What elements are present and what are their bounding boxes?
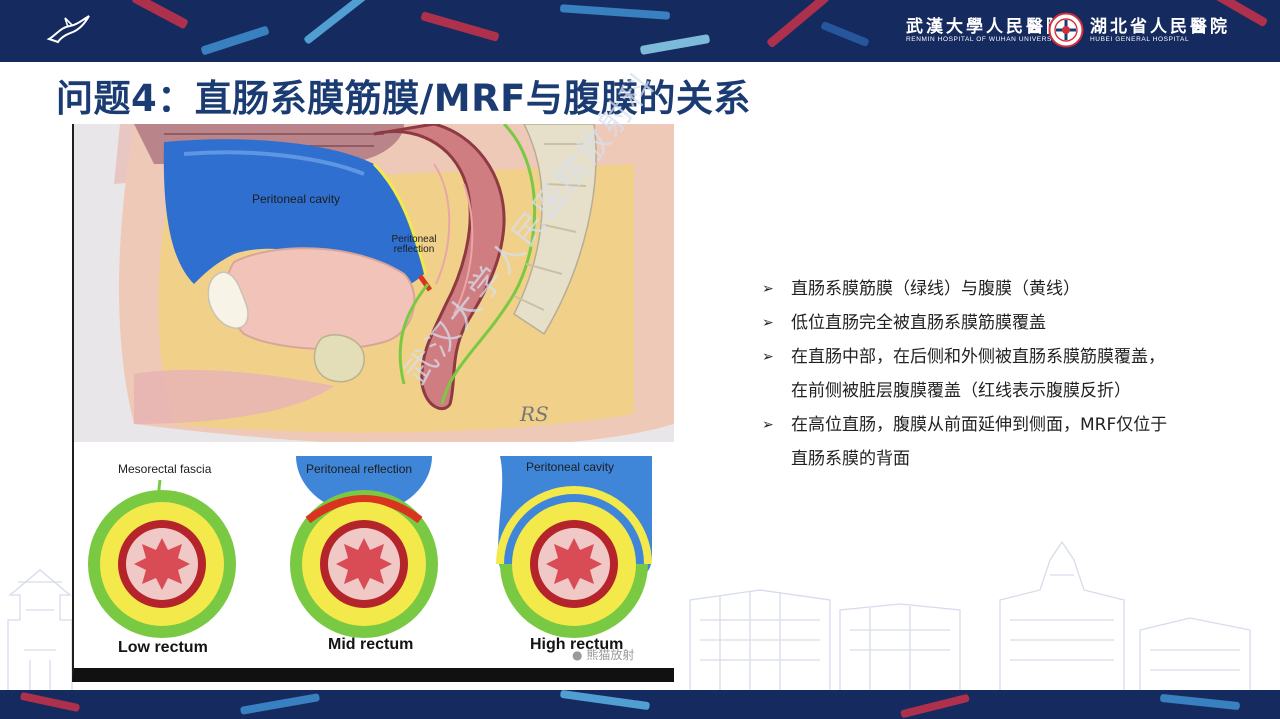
banner-decoration [559,4,671,20]
banner-decoration [639,33,711,56]
crane-logo-icon [46,15,90,44]
banner-decoration [19,691,81,713]
banner-decoration [1159,693,1241,711]
banner-decoration [239,693,321,715]
arrow-bullet-icon: ➢ [762,281,774,297]
hospital-seal-icon [1048,12,1084,48]
bullet-text: 在直肠中部，在后侧和外侧被直肠系膜筋膜覆盖， [791,347,1165,367]
wechat-icon: ● [572,648,583,662]
low-rectum-diagram [88,479,236,638]
hospital-name-left: 武漢大學人民醫院 RENMIN HOSPITAL OF WUHAN UNIVER… [906,12,1063,48]
caption-low-rectum: Low rectum [118,639,208,656]
high-rectum-diagram [496,456,652,638]
banner-decoration [303,0,379,45]
rectum-illustration [74,124,674,638]
arrow-bullet-icon: ➢ [762,315,774,331]
hospital-name-right: 湖北省人民醫院 HUBEI GENERAL HOSPITAL [1090,12,1240,48]
wechat-source: ● 熊猫放射 [572,646,634,663]
banner-decoration [765,0,831,49]
bullet-item: ➢ 在直肠中部，在后侧和外侧被直肠系膜筋膜覆盖， 在前侧被脏层腹膜覆盖（红线表示… [762,340,1232,408]
bullet-list: ➢ 直肠系膜筋膜（绿线）与腹膜（黄线） ➢ 低位直肠完全被直肠系膜筋膜覆盖 ➢ … [762,272,1232,476]
peritoneal-reflection-label: Peritoneal reflection [391,234,437,255]
bullet-text: 直肠系膜筋膜（绿线）与腹膜（黄线） [791,279,1080,299]
slide-title: 问题4：直肠系膜筋膜/MRF与腹膜的关系 [56,77,751,120]
anatomy-figure: Peritoneal cavity Peritoneal reflection … [72,124,674,682]
panel-label-low: Mesorectal fascia [118,462,212,476]
hospital-name-left-en: RENMIN HOSPITAL OF WUHAN UNIVERSITY [906,36,1064,43]
city-skyline-background [7,540,1251,690]
banner-decoration [200,25,270,56]
bottom-banner [0,690,1280,719]
bullet-text: 低位直肠完全被直肠系膜筋膜覆盖 [791,313,1046,333]
bullet-item: ➢ 在高位直肠，腹膜从前面延伸到侧面，MRF仅位于 直肠系膜的背面 [762,408,1232,476]
wechat-source-text: 熊猫放射 [586,648,635,662]
illustrator-signature: RS [520,402,549,426]
caption-mid-rectum: Mid rectum [328,636,414,653]
hospital-name-right-cn: 湖北省人民醫院 [1090,17,1230,37]
bullet-text-continued: 在前侧被脏层腹膜覆盖（红线表示腹膜反折） [791,381,1131,401]
bullet-item: ➢ 直肠系膜筋膜（绿线）与腹膜（黄线） [762,272,1232,306]
caption-high-rectum: High rectum [530,636,624,653]
banner-decoration [420,11,500,42]
peritoneal-cavity-label: Peritoneal cavity [252,192,341,206]
hospital-name-left-cn: 武漢大學人民醫院 [906,17,1066,37]
arrow-bullet-icon: ➢ [762,349,774,365]
bullet-text: 在高位直肠，腹膜从前面延伸到侧面，MRF仅位于 [791,415,1168,435]
bullet-item: ➢ 低位直肠完全被直肠系膜筋膜覆盖 [762,306,1232,340]
bullet-text-continued: 直肠系膜的背面 [791,449,910,469]
mid-rectum-diagram [290,456,438,638]
banner-decoration [559,690,651,711]
top-banner: 武漢大學人民醫院 RENMIN HOSPITAL OF WUHAN UNIVER… [0,0,1280,62]
banner-decoration [131,0,189,30]
arrow-bullet-icon: ➢ [762,417,774,433]
banner-decoration [820,20,870,48]
panel-label-mid: Peritoneal reflection [306,462,413,476]
hospital-name-right-en: HUBEI GENERAL HOSPITAL [1090,36,1190,43]
panel-label-high: Peritoneal cavity [526,460,615,474]
banner-decoration [900,693,970,719]
